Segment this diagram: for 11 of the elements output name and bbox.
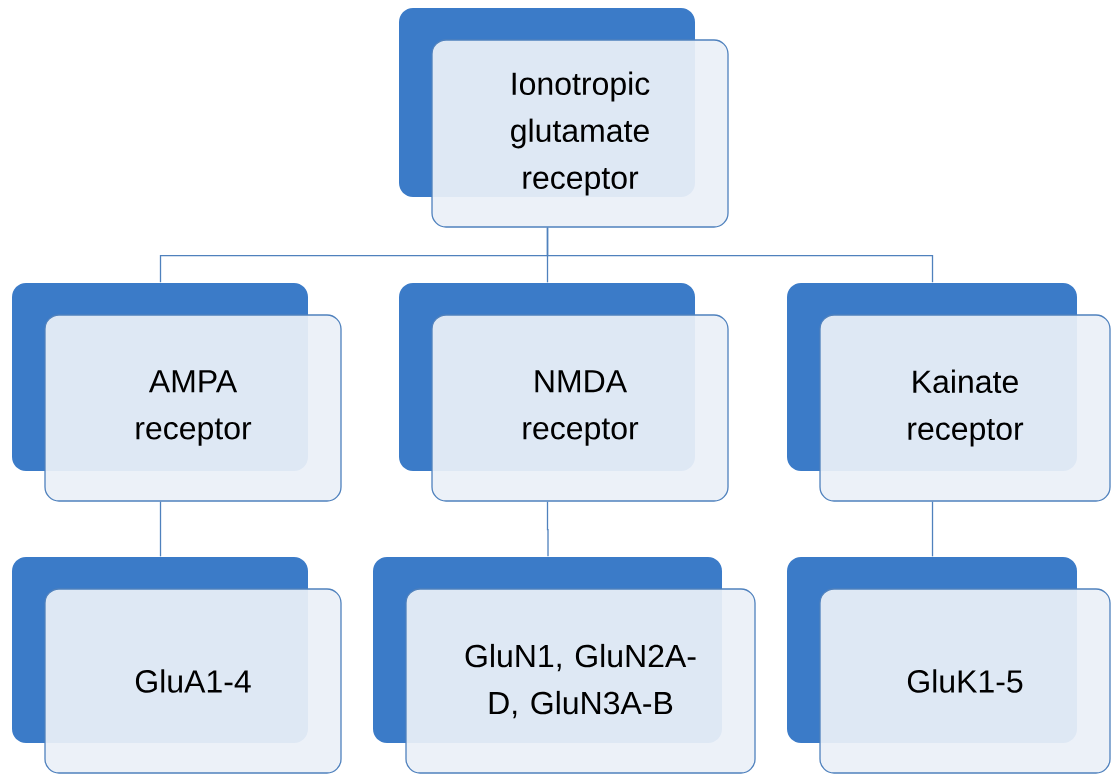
- stacked-card-box: GluA1-4: [12, 557, 342, 774]
- connector-line: [546, 227, 934, 283]
- stacked-card-box: NMDA receptor: [399, 283, 729, 502]
- stacked-card-box: GluK1-5: [787, 557, 1111, 774]
- stacked-card-box: Kainate receptor: [787, 283, 1111, 502]
- connector-line: [546, 501, 549, 557]
- connector-line: [159, 501, 162, 557]
- connector-line: [931, 501, 934, 557]
- stacked-card-box: AMPA receptor: [12, 283, 342, 502]
- stacked-card-box: Ionotropic glutamate receptor: [399, 8, 729, 228]
- stacked-card-box: GluN1, GluN2A-D, GluN3A-B: [373, 557, 756, 774]
